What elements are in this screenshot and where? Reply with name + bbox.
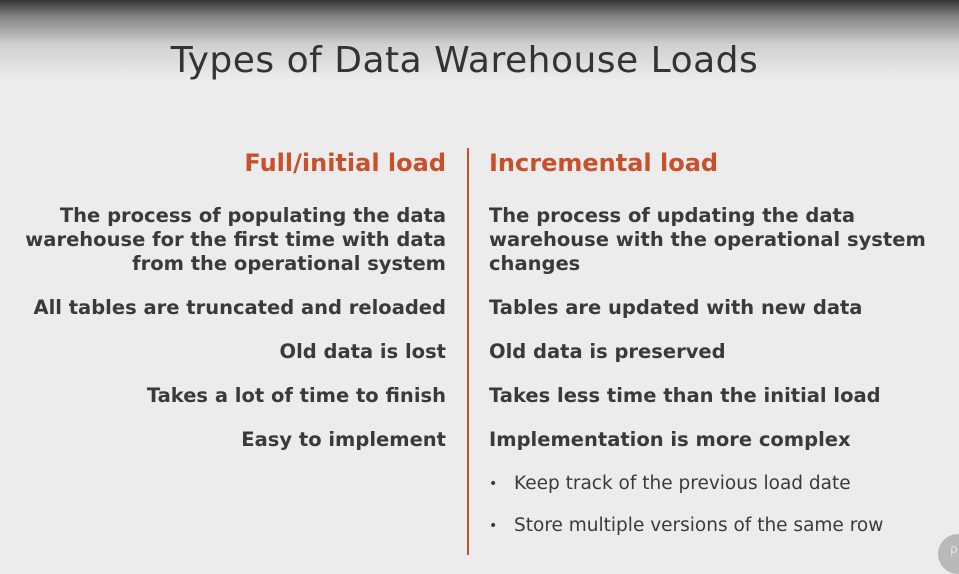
- slide-title: Types of Data Warehouse Loads: [170, 40, 759, 81]
- full-load-row-tables: All tables are truncated and reloaded: [33, 296, 446, 319]
- bullet-dot-icon: •: [489, 518, 498, 534]
- bullet-text: Keep track of the previous load date: [514, 473, 851, 494]
- bullet-item: • Keep track of the previous load date: [489, 472, 949, 496]
- bullet-item: • Store multiple versions of the same ro…: [489, 514, 949, 538]
- incremental-load-row-data: Old data is preserved: [489, 340, 726, 363]
- implementation-bullet-list: • Keep track of the previous load date •…: [489, 472, 949, 538]
- full-load-column: Full/initial load The process of populat…: [6, 148, 446, 472]
- full-load-row-time: Takes a lot of time to finish: [146, 384, 446, 407]
- incremental-load-row-definition: The process of updating the data warehou…: [489, 204, 926, 275]
- incremental-load-column: Incremental load The process of updating…: [489, 148, 949, 556]
- incremental-load-row-implementation: Implementation is more complex: [489, 428, 851, 451]
- incremental-load-row-time: Takes less time than the initial load: [489, 384, 881, 407]
- full-load-row-definition: The process of populating the data wareh…: [25, 204, 446, 275]
- full-load-row-implementation: Easy to implement: [241, 428, 446, 451]
- incremental-load-heading: Incremental load: [489, 149, 719, 177]
- column-divider: [467, 148, 469, 555]
- bullet-text: Store multiple versions of the same row: [514, 515, 884, 536]
- bullet-dot-icon: •: [489, 476, 498, 492]
- full-load-heading: Full/initial load: [244, 149, 446, 177]
- full-load-row-data: Old data is lost: [279, 340, 446, 363]
- incremental-load-row-tables: Tables are updated with new data: [489, 296, 863, 319]
